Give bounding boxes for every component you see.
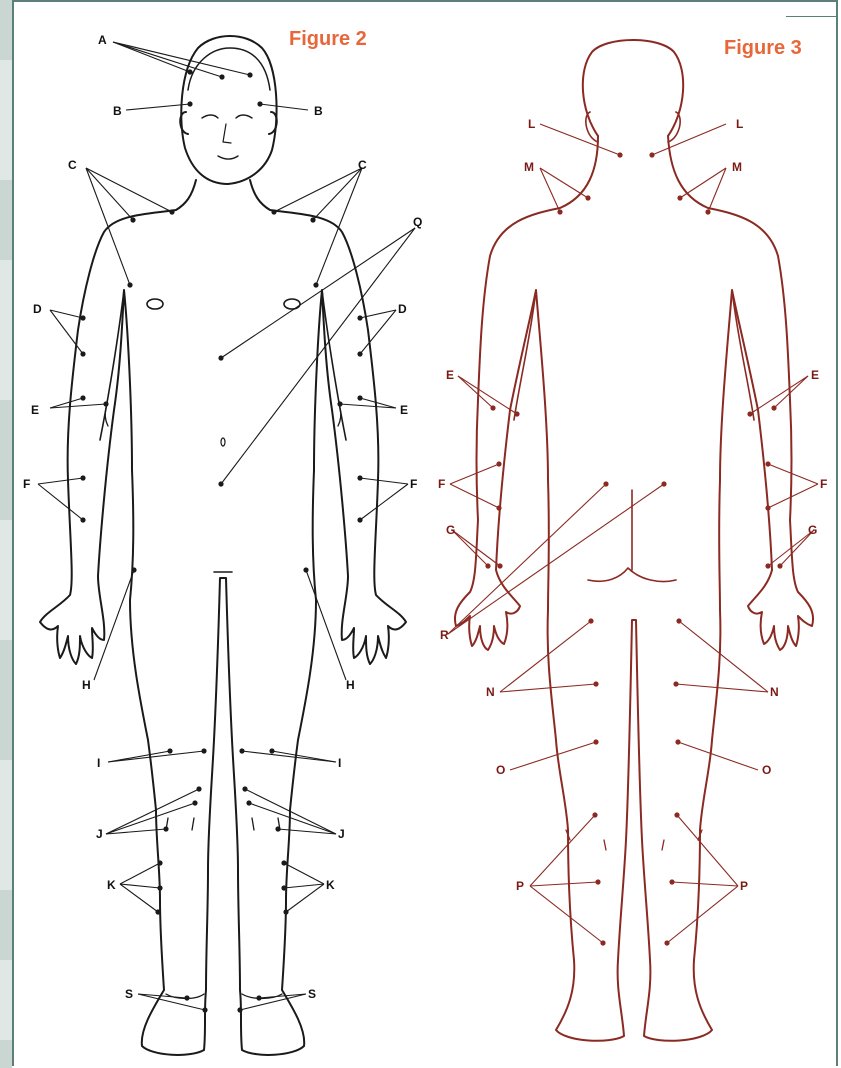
callout-label: J	[338, 827, 345, 841]
front-nipple-left	[147, 299, 163, 309]
front-eye-left	[202, 115, 218, 118]
callout-label: L	[736, 117, 743, 131]
callout-label: P	[516, 879, 524, 893]
callout-label: Q	[413, 215, 422, 229]
back-calf-right	[662, 840, 664, 850]
callout-label: I	[97, 756, 100, 770]
callout-label: E	[446, 368, 454, 382]
back-inner-arm-right	[732, 290, 754, 420]
callout-label: S	[125, 987, 133, 1001]
figure-2-front-body	[40, 36, 406, 1055]
callout-label: N	[770, 685, 779, 699]
back-calf-left	[604, 840, 606, 850]
callout-label: I	[338, 756, 341, 770]
figure-2-points	[80, 69, 362, 1012]
callout-label: E	[31, 403, 39, 417]
callout-label: G	[446, 523, 455, 537]
callout-label: M	[732, 160, 742, 174]
callout-label: F	[410, 477, 417, 491]
front-nose	[223, 124, 231, 143]
callout-label: D	[33, 302, 42, 316]
back-head-outline	[583, 40, 683, 136]
callout-label: C	[68, 158, 77, 172]
front-mouth	[218, 156, 238, 159]
front-navel	[221, 438, 225, 446]
front-nipple-right	[284, 299, 300, 309]
figure-2-callout-labels: A B B C C Q D D E E F F H H I I J J K K …	[23, 33, 422, 1001]
callout-label: K	[107, 878, 116, 892]
callout-label: K	[326, 878, 335, 892]
front-inner-arm-right	[322, 290, 346, 440]
callout-label: L	[528, 117, 535, 131]
callout-label: B	[113, 104, 122, 118]
front-head-outline	[181, 36, 276, 184]
callout-label: M	[524, 160, 534, 174]
front-eye-right	[236, 115, 252, 118]
callout-label: C	[358, 158, 367, 172]
callout-label: B	[314, 104, 323, 118]
figure-2-callout-lines	[38, 42, 415, 1010]
front-elbow-left	[105, 408, 108, 426]
front-body-outline	[40, 180, 406, 1055]
callout-label: O	[762, 763, 771, 777]
callout-label: D	[398, 302, 407, 316]
callout-label: J	[96, 827, 103, 841]
callout-label: R	[440, 628, 449, 642]
callout-label: G	[808, 523, 817, 537]
callout-label: O	[496, 763, 505, 777]
front-elbow-right	[338, 408, 341, 426]
front-knee-left-b	[192, 818, 194, 830]
callout-label: H	[82, 678, 91, 692]
figure-3-points	[485, 152, 782, 945]
callout-label: H	[346, 678, 355, 692]
callout-label: E	[400, 403, 408, 417]
front-knee-right-a	[252, 818, 254, 830]
figure-3-title: Figure 3	[724, 37, 802, 59]
callout-label: E	[811, 368, 819, 382]
figure-3-callout-lines	[448, 124, 818, 943]
callout-label: P	[740, 879, 748, 893]
callout-label: F	[820, 477, 827, 491]
callout-label: A	[98, 33, 107, 47]
callout-label: S	[308, 987, 316, 1001]
back-inner-arm-left	[514, 290, 536, 420]
figure-2-title: Figure 2	[289, 28, 367, 50]
callout-label: F	[23, 477, 30, 491]
front-hair-line	[188, 48, 270, 90]
back-body-outline	[455, 136, 813, 1041]
figure-3-back-body	[455, 40, 813, 1041]
front-inner-arm-left	[100, 290, 124, 440]
callout-label: F	[438, 477, 445, 491]
callout-label: N	[486, 685, 495, 699]
